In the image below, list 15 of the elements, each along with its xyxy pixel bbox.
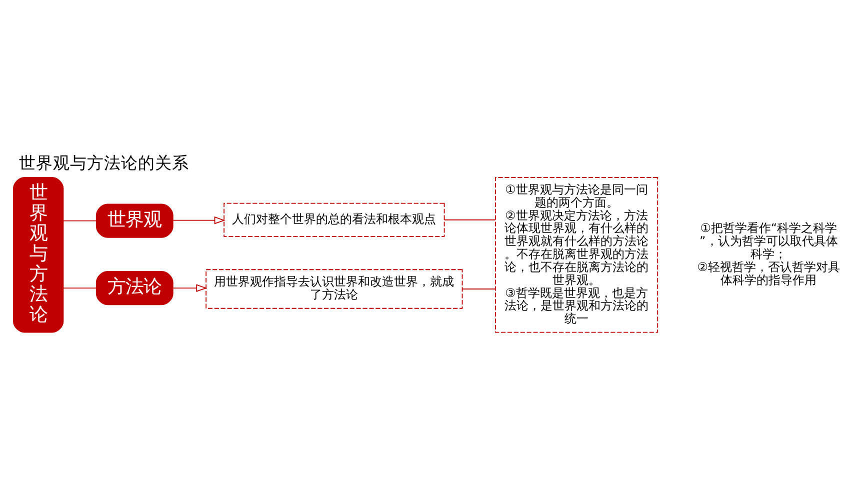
- label: ①把哲学看作“科学之科学”，认为哲学可以取代具体科学；: [700, 221, 838, 262]
- diagram-title: 世界观与方法论的关系: [19, 154, 190, 173]
- node-box: 方法论: [96, 271, 174, 306]
- connector: [444, 219, 496, 220]
- label: ②轻视哲学，否认哲学对具体科学的指导作用: [697, 260, 840, 287]
- node-box: 人们对整个世界的总的看法和根本观点: [224, 202, 445, 237]
- connector: [462, 288, 496, 290]
- node-box: 世界观与方法论: [12, 177, 64, 333]
- node-box: 世界观: [96, 204, 174, 238]
- node-box: 用世界观作指导去认识世界和改造世界，就成了方法论: [206, 269, 463, 309]
- node-box: ①世界观与方法论是同一问题的两个方面。 ②世界观决定方法论，方法论体现世界观，有什么样的世界观就有什么样的方法论。不存在脱离世界观的方法论，也不存在脱离方法论的世界观。 ③哲学既是世界观，也是方法论，是世界观和方法论的统一: [494, 177, 658, 333]
- arrow: [172, 216, 226, 224]
- connector: [62, 220, 97, 222]
- connector: [62, 288, 97, 289]
- arrow: [172, 284, 208, 292]
